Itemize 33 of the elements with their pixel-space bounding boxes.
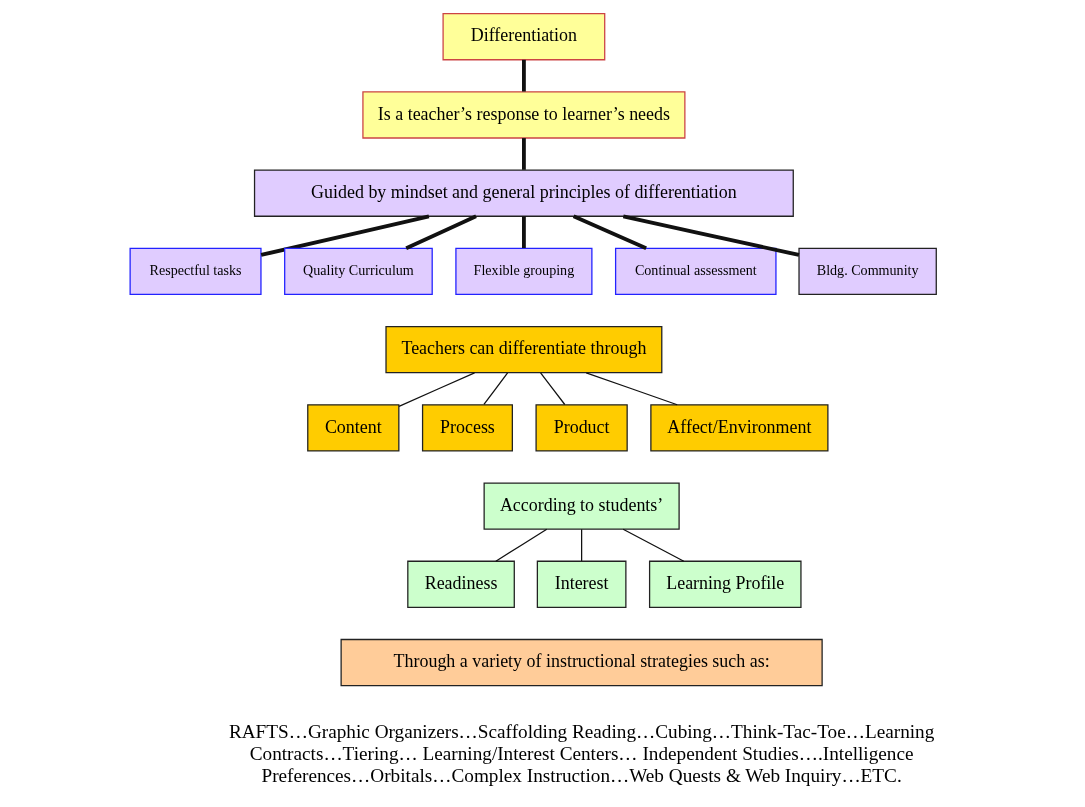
connector	[521, 216, 526, 248]
node-box: Interest	[536, 560, 627, 609]
connector	[622, 528, 685, 562]
node-box: Flexible grouping	[455, 247, 593, 296]
node-box: According to students’	[483, 482, 680, 530]
node-box: Continual assessment	[614, 247, 777, 296]
node-box: Content	[307, 404, 400, 452]
connector	[521, 138, 526, 170]
node-box: Quality Curriculum	[284, 247, 433, 296]
node-box: Affect/Environment	[650, 404, 829, 452]
node-box: Bldg. Community	[798, 247, 937, 296]
connector	[398, 372, 476, 407]
node-box: Product	[535, 404, 628, 452]
connector	[622, 214, 800, 257]
connector	[483, 372, 509, 406]
connector	[539, 372, 566, 406]
label: RAFTS…Graphic Organizers…Scaffolding Reading…Cubing…Think-Tac-Toe…Learning Contracts…Tiering… Learning/Interest Centers… Independent Studies….Intelligence Preferences…Orbitals…Complex Instruction…Web Quests & Web Inquiry…ETC.	[228, 721, 935, 786]
connector	[521, 59, 526, 92]
node-box: Is a teacher’s response to learner’s needs	[362, 91, 686, 139]
node-box: Learning Profile	[648, 560, 802, 609]
node-box: Readiness	[407, 560, 515, 609]
connector	[585, 372, 678, 406]
connector	[405, 214, 477, 250]
node-box: Differentiation	[442, 12, 606, 61]
connector	[581, 528, 583, 562]
node-box: Teachers can differentiate through	[385, 325, 663, 374]
connector	[260, 214, 430, 257]
node-box: Process	[421, 404, 513, 452]
node-box: Through a variety of instructional strategies such as:	[340, 638, 823, 687]
connector	[495, 528, 548, 562]
node-box: Guided by mindset and general principles of differentiation	[253, 169, 794, 217]
connector	[572, 214, 647, 251]
node-box: Respectful tasks	[129, 247, 262, 296]
